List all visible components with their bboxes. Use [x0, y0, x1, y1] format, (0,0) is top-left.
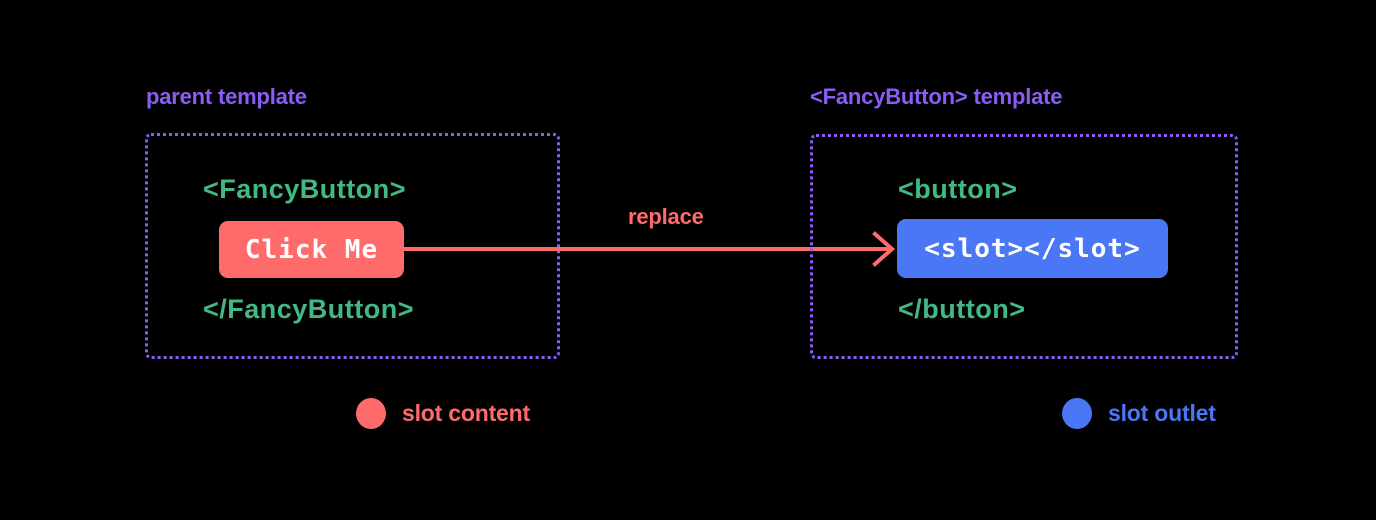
- replace-arrow-icon: [403, 231, 896, 267]
- legend-item-slot-outlet: slot outlet: [1062, 398, 1216, 429]
- fancybutton-template-panel: [810, 134, 1238, 359]
- slot-outlet-chip: <slot></slot>: [897, 219, 1168, 278]
- parent-template-heading: parent template: [146, 84, 307, 109]
- replace-label: replace: [628, 204, 704, 229]
- slot-outlet-swatch-icon: [1062, 398, 1092, 429]
- parent-template-panel: [145, 133, 560, 359]
- fancybutton-close-tag: </button>: [898, 294, 1026, 324]
- parent-open-tag: <FancyButton>: [203, 174, 407, 204]
- legend-item-slot-content: slot content: [356, 398, 530, 429]
- fancybutton-template-heading: <FancyButton> template: [810, 84, 1063, 109]
- fancybutton-open-tag: <button>: [898, 174, 1018, 204]
- legend-label-slot-content: slot content: [402, 400, 530, 426]
- slot-content-swatch-icon: [356, 398, 386, 429]
- slot-content-chip: Click Me: [219, 221, 404, 278]
- parent-close-tag: </FancyButton>: [203, 294, 415, 324]
- legend-label-slot-outlet: slot outlet: [1108, 400, 1216, 426]
